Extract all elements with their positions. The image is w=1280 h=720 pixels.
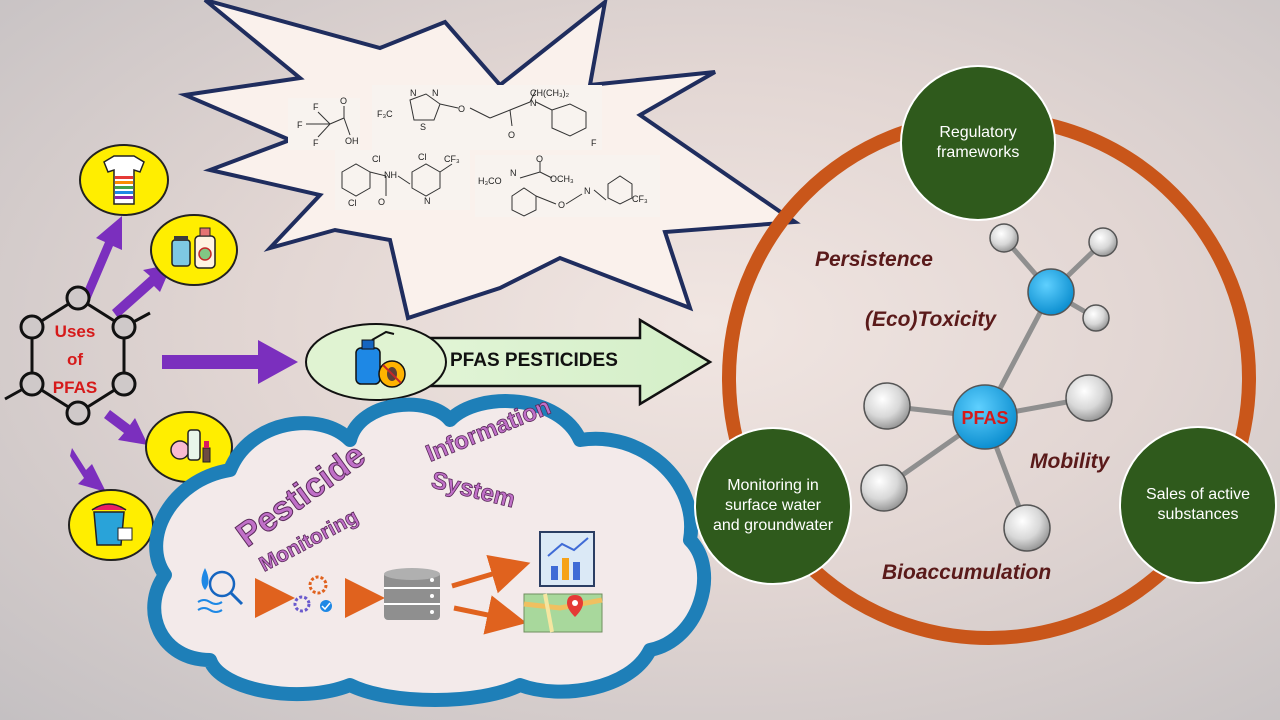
- s3-cf3: CF₃: [444, 154, 460, 164]
- uses-line-2: of: [66, 350, 84, 369]
- uses-hexagon: [4, 285, 151, 426]
- s2-n3: N: [530, 98, 537, 108]
- pfas-center-node: [952, 384, 1018, 450]
- s4-h3co: H₃CO: [478, 176, 502, 186]
- atom: [1003, 504, 1051, 552]
- arrow-to-paint: [70, 448, 106, 492]
- pfas-center-label: PFAS: [961, 408, 1008, 428]
- atom-blue: [1027, 268, 1075, 316]
- satellite-monitoring: [694, 427, 852, 585]
- s1-oh: OH: [345, 136, 359, 146]
- bottles-icon: [171, 227, 216, 269]
- gears-icon: [293, 575, 332, 613]
- tshirt-icon: [103, 155, 145, 205]
- arrow-to-shirt: [82, 216, 122, 300]
- pfas-pesticides-arrow: [305, 317, 713, 407]
- atom: [989, 223, 1019, 253]
- report-chart-icon: [539, 531, 595, 587]
- hex-node: [111, 371, 137, 397]
- s3-nh: NH: [384, 170, 397, 180]
- s2-s: S: [420, 122, 426, 132]
- starburst-chemicals: F F F O OH N N F₃C S O O N CH(CH: [177, 0, 801, 321]
- s2-n1: N: [410, 88, 417, 98]
- sales-active-substances-label: Sales of active substances: [1145, 486, 1251, 523]
- paint-bucket-icon: [91, 503, 133, 546]
- atom: [1088, 227, 1118, 257]
- structure-flufenacet: [372, 85, 602, 150]
- s1-f2: F: [297, 120, 303, 130]
- s2-o2: O: [508, 130, 515, 140]
- atom: [860, 464, 908, 512]
- hex-node: [65, 400, 91, 426]
- s4-cf3: CF₃: [632, 194, 648, 204]
- structure-trifluoroacetic: [288, 98, 360, 150]
- arrow-to-cosmetics: [104, 410, 148, 445]
- hex-node: [65, 285, 91, 311]
- hex-node: [19, 371, 45, 397]
- atom: [863, 382, 911, 430]
- molecule-atoms: [860, 223, 1118, 552]
- label-ecotoxicity: (Eco)Toxicity: [865, 308, 997, 331]
- regulatory-frameworks-label: Regulatory frameworks: [936, 124, 1020, 161]
- s3-n: N: [424, 196, 431, 206]
- flow-arrow: [453, 595, 527, 635]
- bottles-circle: [150, 214, 238, 286]
- s4-och3: OCH₃: [550, 174, 574, 184]
- monitoring-cloud: Pesticide Monitoring Information System: [147, 393, 712, 707]
- satellite-regulatory: [900, 65, 1056, 221]
- s2-n2: N: [432, 88, 439, 98]
- hex-node: [111, 314, 137, 340]
- s3-cl1: Cl: [372, 154, 381, 164]
- s4-n1: N: [510, 168, 517, 178]
- arrow-to-pesticide: [162, 340, 298, 384]
- purple-arrows: [70, 216, 298, 492]
- shirt-circle: [79, 144, 169, 216]
- s2-f: F: [591, 138, 597, 148]
- flow-arrow: [451, 554, 531, 594]
- arrow-to-bottles: [112, 264, 172, 318]
- label-persistence: Persistence: [815, 248, 933, 271]
- s2-ch: CH(CH₃)₂: [530, 88, 570, 98]
- s1-f1: F: [313, 102, 319, 112]
- structure-fluopicolide: [335, 150, 470, 210]
- s2-cf3: F₃C: [377, 109, 393, 119]
- label-mobility: Mobility: [1030, 450, 1111, 473]
- paint-circle: [68, 489, 154, 561]
- uses-of-pfas-label: Uses of PFAS: [40, 318, 110, 402]
- atom: [1065, 374, 1113, 422]
- properties-ring: PFAS Persistence (Eco)Toxicity Mobility …: [694, 65, 1277, 645]
- database-icon: [384, 568, 440, 620]
- cosmetics-icon: [170, 429, 211, 463]
- s3-o: O: [378, 197, 385, 207]
- uses-line-3: PFAS: [52, 378, 98, 397]
- satellite-sales: [1119, 426, 1277, 584]
- s4-n2: N: [584, 186, 591, 196]
- s2-o1: O: [458, 104, 465, 114]
- s1-o: O: [340, 96, 347, 106]
- monitoring-water-label: Monitoring in surface water and groundwa…: [712, 477, 834, 534]
- water-search-icon: [197, 568, 244, 613]
- hex-node: [19, 314, 45, 340]
- label-bioaccumulation: Bioaccumulation: [882, 561, 1051, 584]
- atom: [1082, 304, 1110, 332]
- s1-f3: F: [313, 138, 319, 148]
- cosmetics-circle: [145, 411, 233, 483]
- pfas-pesticides-label: PFAS PESTICIDES: [450, 350, 618, 371]
- s4-o2: O: [558, 200, 565, 210]
- map-pin-icon: [523, 593, 603, 633]
- s3-cl2: Cl: [348, 198, 357, 208]
- structure-trifloxystrobin: [475, 155, 660, 217]
- s4-o: O: [536, 154, 543, 164]
- uses-line-1: Uses: [54, 322, 96, 341]
- sprayer-icon: [355, 330, 406, 388]
- s3-cl3: Cl: [418, 152, 427, 162]
